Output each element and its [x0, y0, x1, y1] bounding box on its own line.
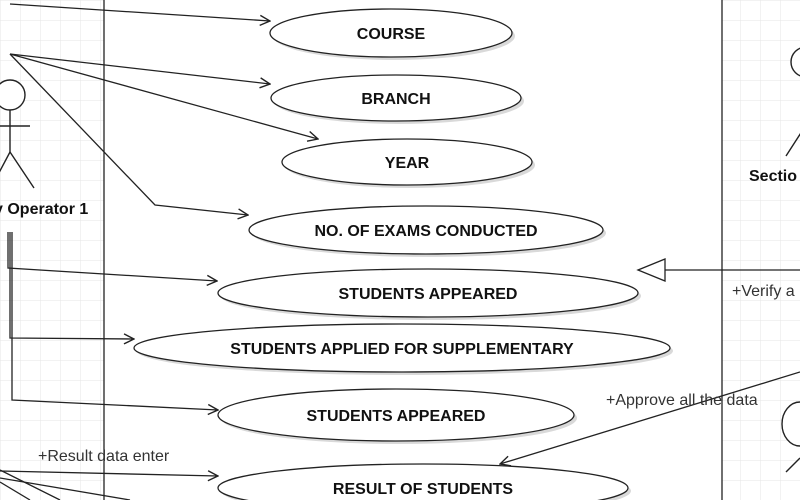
use-case-label: YEAR — [385, 155, 430, 172]
use-case-branch[interactable]: BRANCH — [270, 74, 524, 124]
right-actor[interactable] — [785, 47, 800, 157]
use-case-label: BRANCH — [361, 91, 430, 108]
actor-head-icon — [790, 47, 800, 77]
result-entry-label: +Result data enter — [38, 448, 170, 465]
use-case-course[interactable]: COURSE — [269, 8, 515, 60]
use-case-label: COURSE — [357, 26, 426, 43]
use-case-applied-supplementary[interactable]: STUDENTS APPLIED FOR SUPPLEMENTARY — [133, 323, 673, 375]
approve-label: +Approve all the data — [606, 392, 758, 409]
approve-association — [500, 371, 800, 464]
generalization-triangle — [636, 258, 666, 282]
use-case-result[interactable]: RESULT OF STUDENTS — [217, 463, 631, 500]
use-case-label: STUDENTS APPLIED FOR SUPPLEMENTARY — [230, 341, 574, 358]
use-case-label: RESULT OF STUDENTS — [333, 481, 513, 498]
left-actor-label: y Operator 1 — [0, 201, 88, 218]
use-case-label: STUDENTS APPEARED — [307, 408, 486, 425]
verify-label: +Verify a — [732, 283, 795, 300]
use-case-label: STUDENTS APPEARED — [339, 286, 518, 303]
left-actor[interactable] — [0, 79, 35, 189]
use-case-students-appeared[interactable]: STUDENTS APPEARED — [217, 268, 641, 320]
actor-head-icon — [0, 79, 26, 111]
use-case-exams-conducted[interactable]: NO. OF EXAMS CONDUCTED — [248, 205, 606, 257]
use-case-label: NO. OF EXAMS CONDUCTED — [314, 223, 537, 240]
actor-head-icon — [781, 401, 800, 447]
right-actor-label: Sectio — [749, 168, 797, 185]
right-actor-2[interactable] — [781, 401, 800, 473]
use-case-students-appeared-2[interactable]: STUDENTS APPEARED — [217, 388, 577, 444]
actor-associations — [0, 3, 318, 500]
use-case-year[interactable]: YEAR — [281, 138, 535, 188]
